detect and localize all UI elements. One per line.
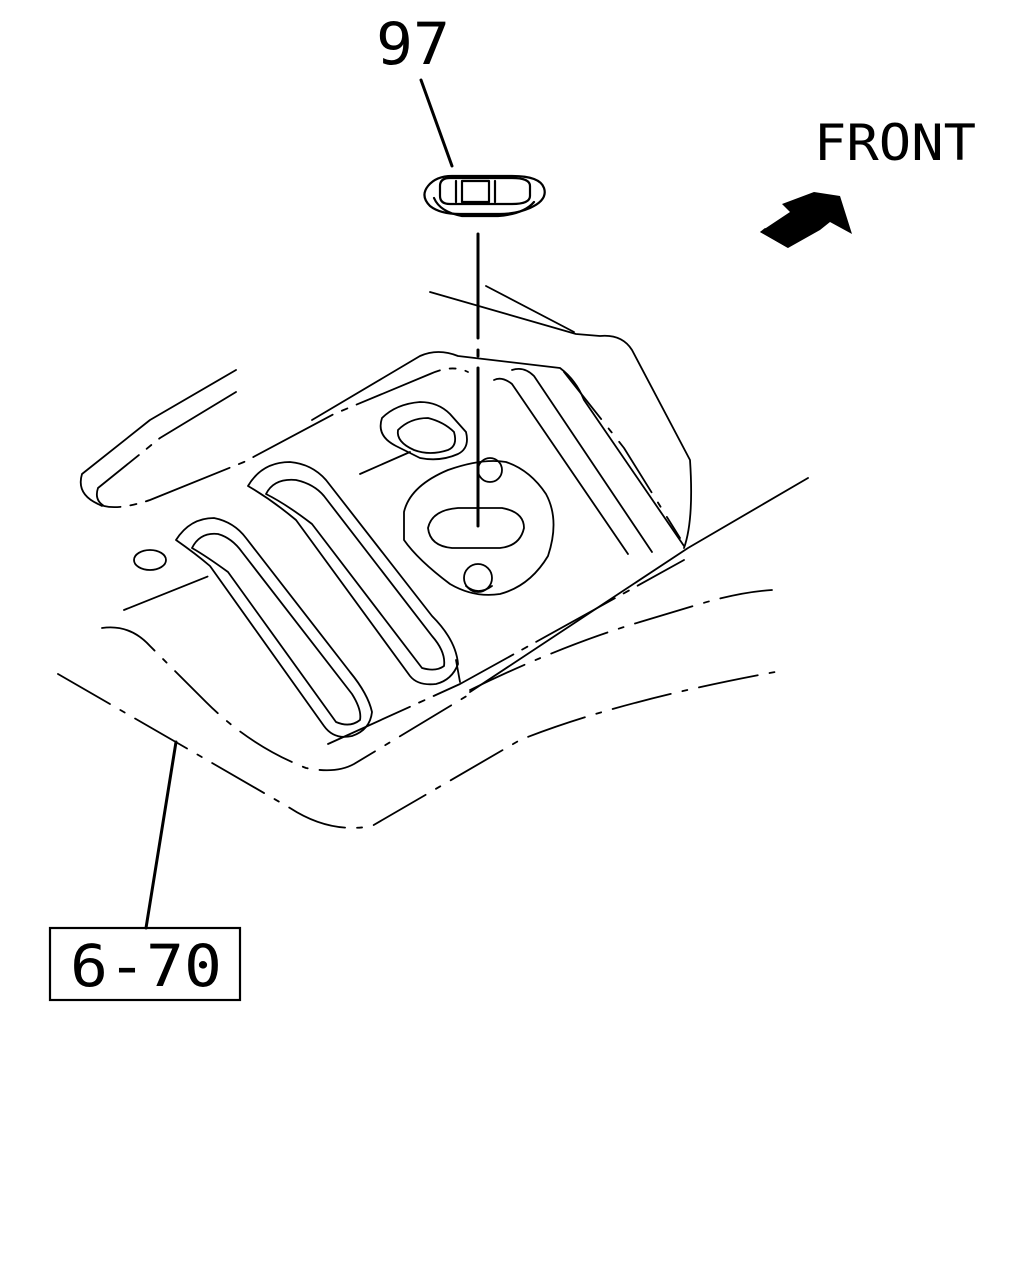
floor-panel [57,285,809,829]
front-label: FRONT [814,114,976,172]
reference-leader [144,740,178,930]
reference-box[interactable] [48,926,242,1002]
front-arrow-icon [760,192,852,248]
part-number-leader [419,78,454,168]
grommet-icon[interactable] [423,174,546,218]
part-number-label[interactable]: 97 [376,10,450,78]
reference-label[interactable]: 6-70 [70,932,222,1000]
